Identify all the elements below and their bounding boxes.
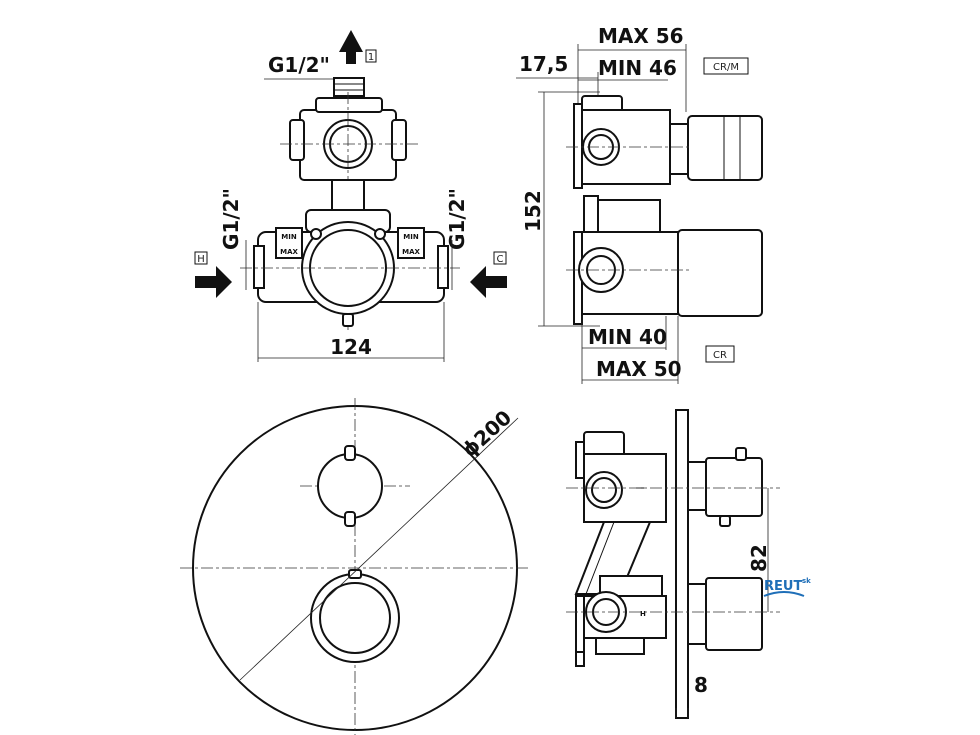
thread-right-label: G1/2" xyxy=(445,188,469,250)
height-152-label: 152 xyxy=(521,190,545,232)
depth-min40-label: MIN 40 xyxy=(588,325,667,349)
depth-max50-label: MAX 50 xyxy=(596,357,682,381)
outlet-arrow-icon: 1 xyxy=(339,30,377,64)
thread-top-label: G1/2" xyxy=(268,53,330,77)
max-mark-right: MAX xyxy=(402,248,420,256)
thread-left-label: G1/2" xyxy=(219,188,243,250)
cold-inlet-arrow-icon: C xyxy=(470,251,507,298)
spacing-82-label: 82 xyxy=(747,544,771,572)
port-1-label: 1 xyxy=(368,52,374,63)
plate-8-label: 8 xyxy=(694,673,708,697)
cover-plate-front-view: ϕ200 xyxy=(180,398,530,735)
side-body-view: MAX 56 MIN 46 17,5 CR/M 152 xyxy=(516,24,763,384)
depth-min46-label: MIN 46 xyxy=(598,56,677,80)
min-mark-left: MIN xyxy=(281,233,297,241)
front-body-view: 1 G1/2" MIN MAX MIN MAX xyxy=(194,30,507,362)
assembled-side-view: H 82 8 xyxy=(566,409,780,719)
hot-inlet-label: H xyxy=(197,254,205,265)
finish-cr-label: CR xyxy=(713,350,727,361)
diameter-200-label: ϕ200 xyxy=(457,405,516,461)
hot-inlet-arrow-icon: H xyxy=(194,251,232,298)
side-hot-mark: H xyxy=(640,610,646,618)
width-124-label: 124 xyxy=(330,335,372,359)
min-mark-right: MIN xyxy=(403,233,419,241)
depth-max56-label: MAX 56 xyxy=(598,24,684,48)
reut-logo-text: REUT xyxy=(764,579,802,594)
max-mark-left: MAX xyxy=(280,248,298,256)
reut-logo: REUT sk xyxy=(763,577,811,597)
finish-crm-label: CR/M xyxy=(713,62,739,73)
cold-inlet-label: C xyxy=(497,254,504,265)
offset-17-5-label: 17,5 xyxy=(519,52,568,76)
reut-logo-suffix: sk xyxy=(802,577,811,585)
